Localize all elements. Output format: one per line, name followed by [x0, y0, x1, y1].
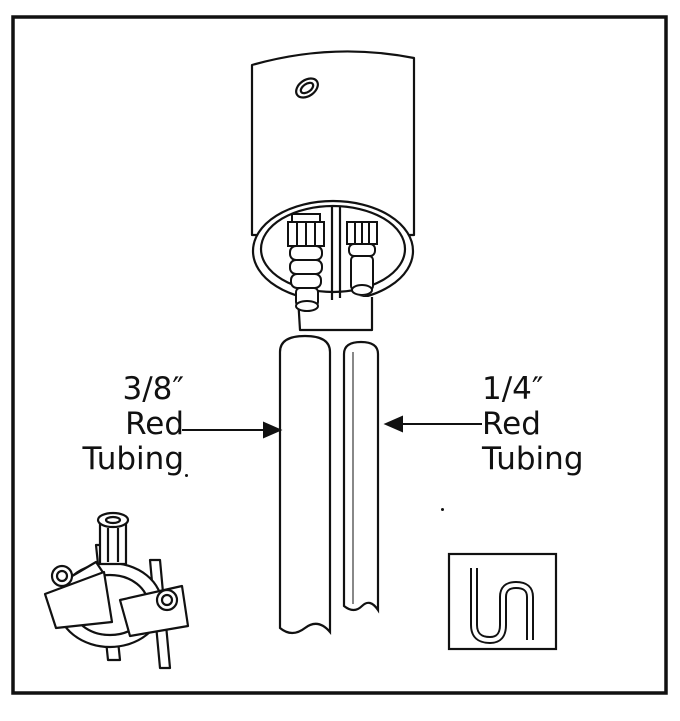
- stray-dot-right: [441, 508, 444, 511]
- tubing-1-4: [342, 340, 380, 614]
- tube-fitting-1-4: [346, 221, 378, 296]
- label-1-4-tubing: 1/4″ Red Tubing: [482, 372, 602, 477]
- tubing-3-8: [278, 334, 332, 635]
- saddle-valve-clamp-icon: [43, 511, 190, 670]
- callout-arrow-left: [182, 421, 283, 439]
- label-1-4-size: 1/4″: [482, 371, 544, 407]
- stray-dot-left: [185, 474, 188, 477]
- label-3-8-line2: Tubing: [82, 441, 185, 477]
- label-3-8-size: 3/8″: [122, 371, 184, 407]
- callout-arrow-right: [383, 415, 482, 433]
- label-3-8-line1: Red: [125, 406, 184, 442]
- label-1-4-line1: Red: [482, 406, 541, 442]
- tube-fitting-3-8: [287, 213, 325, 312]
- label-1-4-line2: Tubing: [482, 441, 584, 477]
- p-trap-drain-icon: [447, 552, 558, 651]
- label-3-8-tubing: 3/8″ Red Tubing: [60, 371, 185, 477]
